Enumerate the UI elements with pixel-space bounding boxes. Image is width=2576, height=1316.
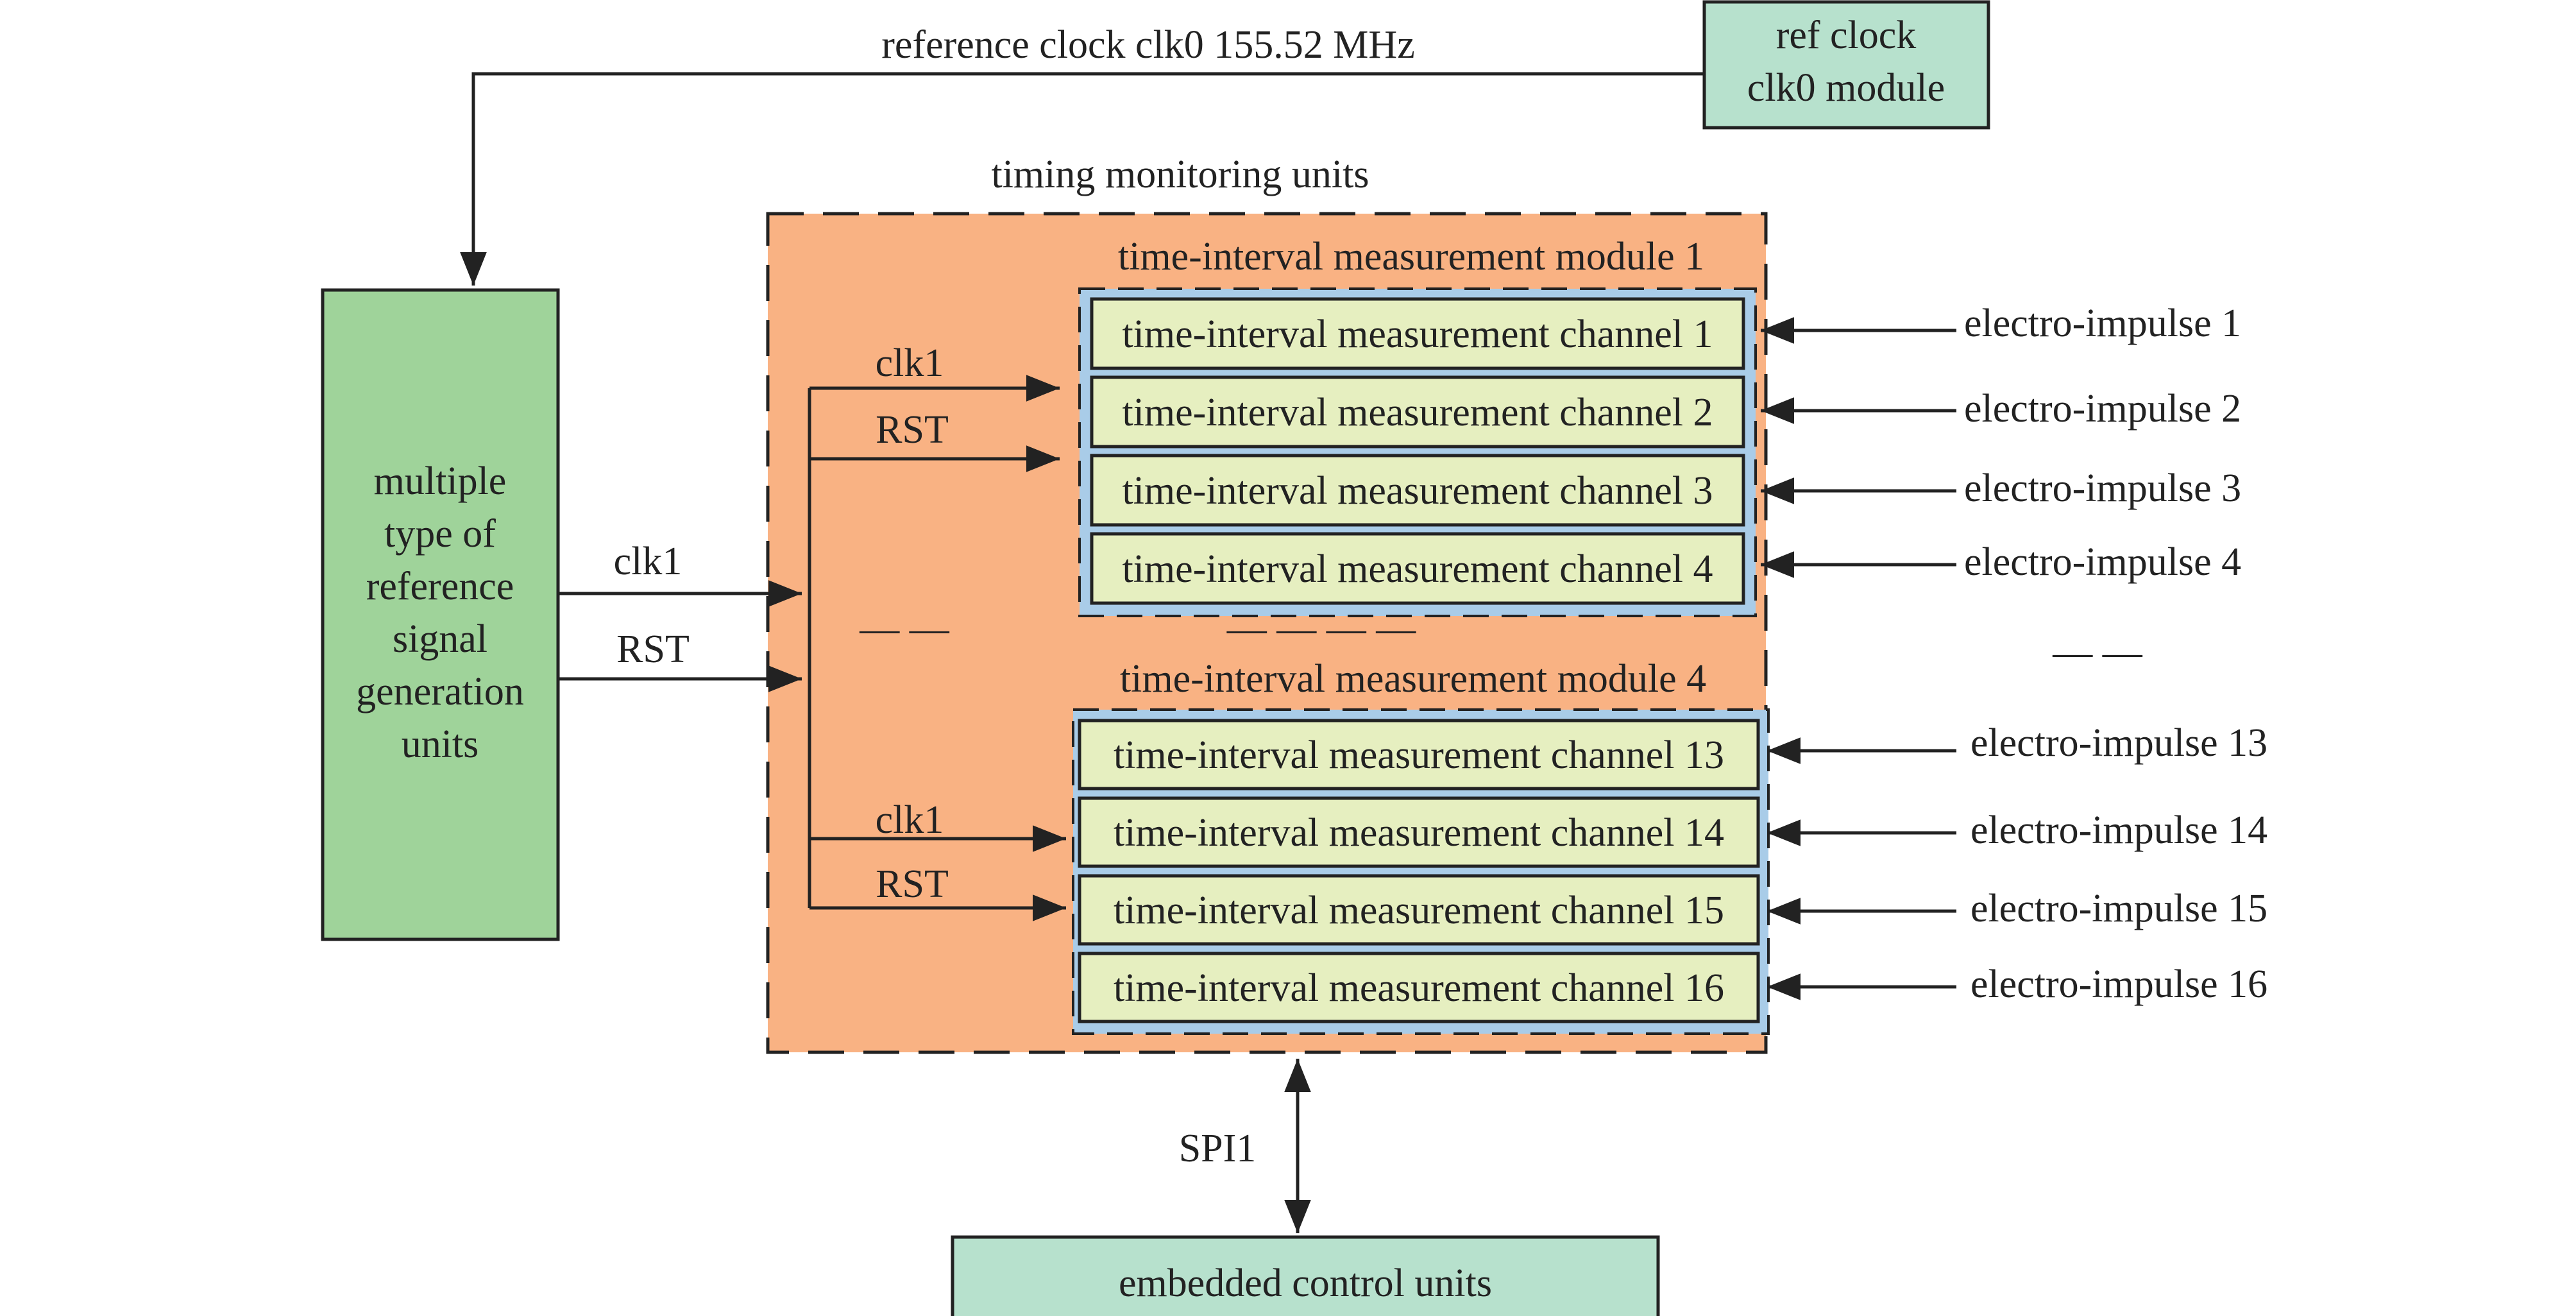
reference-signal-generator: multiple type of reference signal genera…: [321, 288, 560, 941]
module1-title: time-interval measurement module 1: [1118, 235, 1704, 278]
generator-box: [321, 288, 560, 941]
channel-14-input-label: electro-impulse 14: [1970, 808, 2267, 852]
channel-2-input-label: electro-impulse 2: [1964, 387, 2241, 431]
channel-row: time-interval measurement channel 4 elec…: [1090, 532, 2241, 605]
ellipsis-right: — —: [2052, 631, 2143, 674]
controller-box: [951, 1235, 1660, 1316]
channel-3-box: [1090, 454, 1745, 527]
embedded-control-units: embedded control units: [951, 1235, 1660, 1316]
channel-2-label: time-interval measurement channel 2: [1122, 391, 1713, 434]
channel-14-label: time-interval measurement channel 14: [1114, 811, 1724, 855]
channel-4-label: time-interval measurement channel 4: [1122, 547, 1713, 591]
channel-3-input-label: electro-impulse 3: [1964, 466, 2241, 510]
reference-clock-label: reference clock clk0 155.52 MHz: [881, 23, 1414, 67]
channel-row: time-interval measurement channel 1 elec…: [1090, 297, 2241, 370]
channel-14-box: [1078, 796, 1760, 868]
channel-15-input-label: electro-impulse 15: [1970, 887, 2267, 930]
module-1: time-interval measurement module 1 time-…: [1078, 235, 2241, 617]
timing-monitoring-title: timing monitoring units: [991, 153, 1369, 196]
generator-line-4: signal: [393, 617, 487, 661]
reference-clock-line: [460, 72, 1704, 286]
ref-clock-line1: ref clock: [1776, 13, 1917, 57]
channel-4-box: [1090, 532, 1745, 605]
channel-row: time-interval measurement channel 3 elec…: [1090, 454, 2241, 527]
channel-row: time-interval measurement channel 16 ele…: [1078, 952, 2267, 1023]
channel-row: time-interval measurement channel 2 elec…: [1090, 375, 2241, 449]
ellipsis-left: — —: [859, 607, 950, 651]
module-4: time-interval measurement module 4 time-…: [1072, 657, 2267, 1035]
channel-16-input-label: electro-impulse 16: [1970, 962, 2267, 1006]
channel-row: time-interval measurement channel 15 ele…: [1078, 874, 2267, 946]
generator-line-3: reference: [366, 565, 514, 608]
generator-line-5: generation: [356, 670, 524, 714]
module4-title: time-interval measurement module 4: [1120, 657, 1706, 701]
controller-label: embedded control units: [1119, 1261, 1492, 1305]
channel-15-label: time-interval measurement channel 15: [1114, 889, 1724, 932]
channel-row: time-interval measurement channel 13 ele…: [1078, 719, 2267, 790]
channel-16-label: time-interval measurement channel 16: [1114, 966, 1724, 1010]
channel-1-input-label: electro-impulse 1: [1964, 302, 2241, 345]
generator-rst-label: RST: [616, 628, 690, 671]
channel-13-label: time-interval measurement channel 13: [1114, 733, 1724, 777]
channel-15-box: [1078, 874, 1760, 946]
ref-clock-module: ref clock clk0 module: [1702, 0, 1990, 130]
generator-line-6: units: [402, 722, 479, 766]
module1-rst-label: RST: [876, 408, 949, 452]
generator-line-1: multiple: [374, 459, 507, 503]
generator-line-2: type of: [384, 512, 496, 556]
module1-clk-label: clk1: [876, 341, 944, 385]
channel-1-label: time-interval measurement channel 1: [1122, 312, 1713, 356]
ref-clock-box: [1702, 0, 1990, 130]
generator-clk-label: clk1: [614, 540, 682, 583]
channel-4-input-label: electro-impulse 4: [1964, 540, 2241, 584]
channel-3-label: time-interval measurement channel 3: [1122, 469, 1713, 513]
module4-clk-label: clk1: [876, 798, 944, 842]
ref-clock-line2: clk0 module: [1747, 66, 1945, 110]
spi-label: SPI1: [1179, 1127, 1257, 1170]
channel-2-box: [1090, 375, 1745, 449]
channel-13-input-label: electro-impulse 13: [1970, 721, 2267, 765]
module4-rst-label: RST: [876, 862, 949, 906]
channel-1-box: [1090, 297, 1745, 370]
channel-row: time-interval measurement channel 14 ele…: [1078, 796, 2267, 868]
channel-16-box: [1078, 952, 1760, 1023]
channel-13-box: [1078, 719, 1760, 790]
